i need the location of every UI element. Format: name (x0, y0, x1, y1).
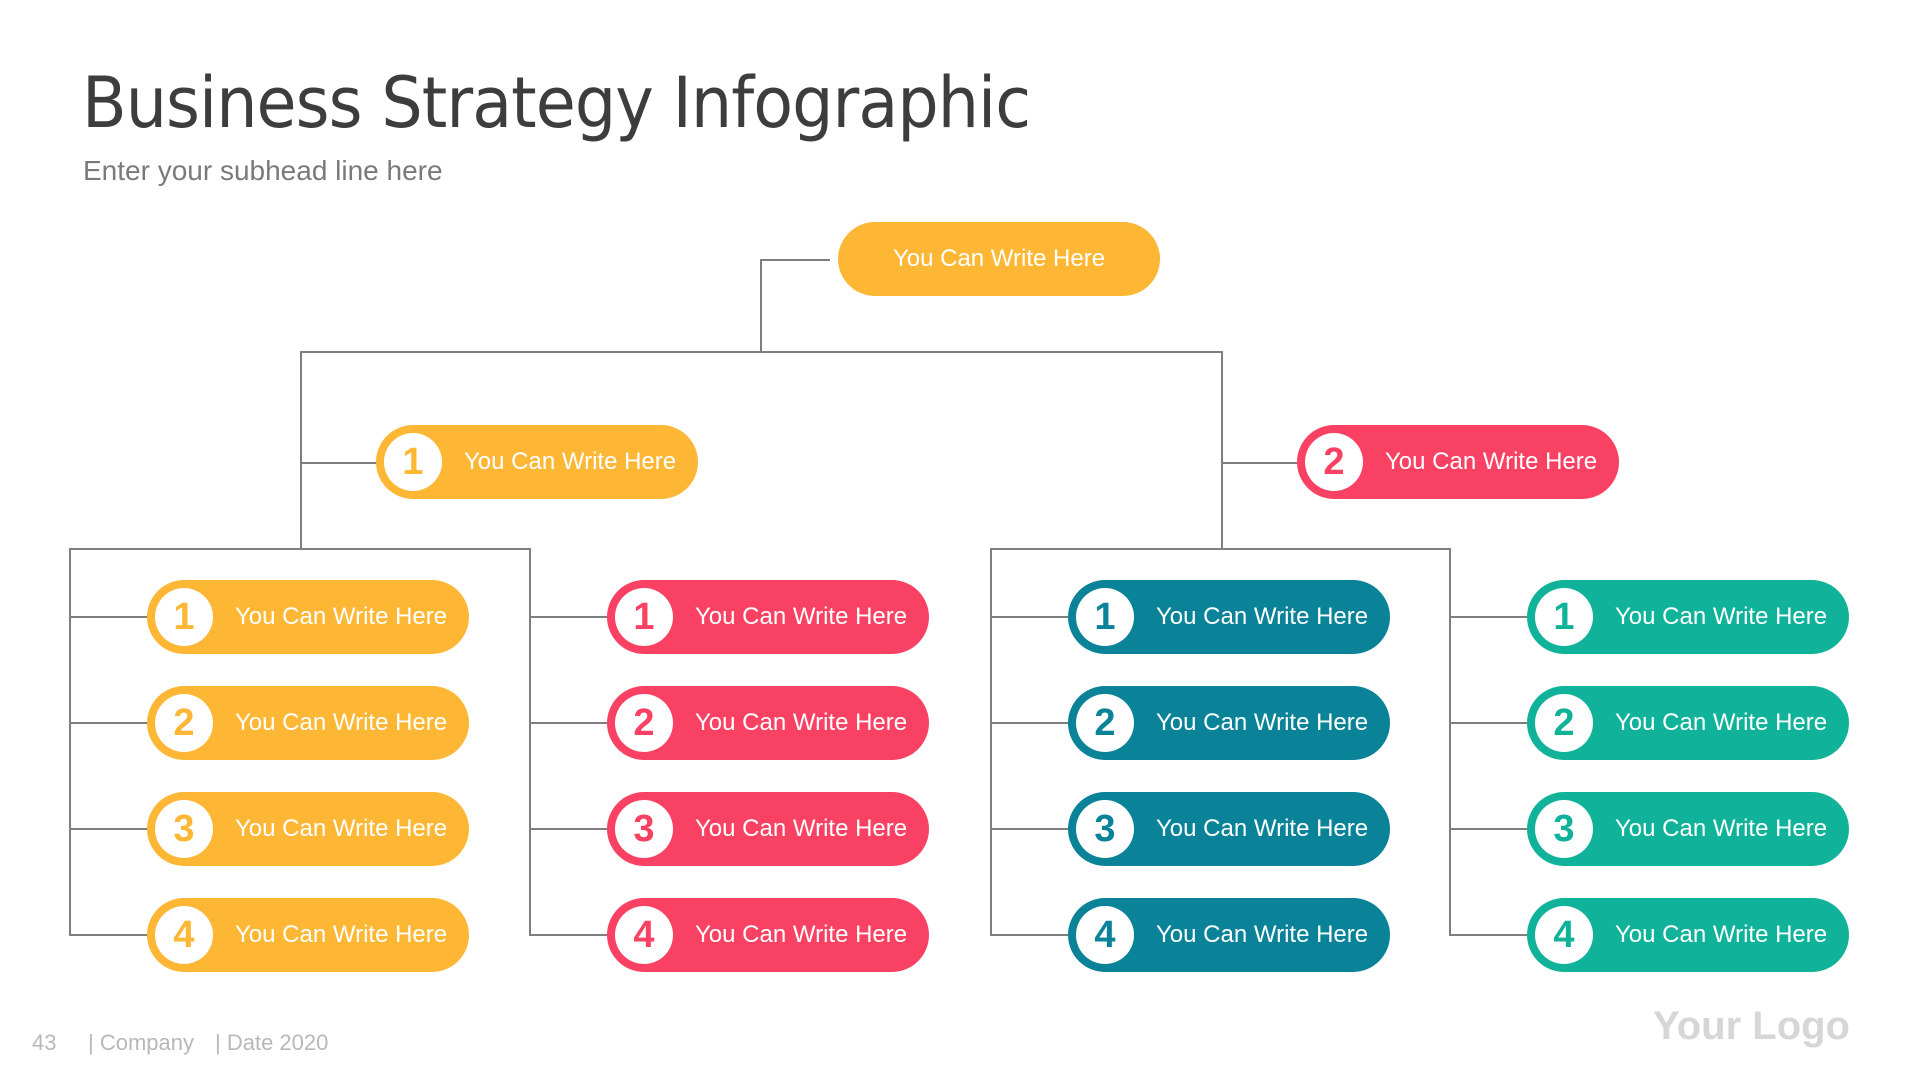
number-badge: 2 (1535, 694, 1593, 752)
connector (990, 616, 1070, 618)
number-badge: 4 (1535, 906, 1593, 964)
page-number: 43 (32, 1030, 57, 1055)
leaf-node[interactable]: 2 You Can Write Here (607, 686, 929, 760)
node-label: You Can Write Here (235, 921, 448, 948)
node-label: You Can Write Here (695, 709, 908, 736)
leaf-node[interactable]: 2 You Can Write Here (1068, 686, 1390, 760)
node-label: You Can Write Here (1615, 603, 1828, 630)
number-badge: 2 (1305, 433, 1363, 491)
level1-node-1[interactable]: 1 You Can Write Here (376, 425, 698, 499)
connector (529, 722, 609, 724)
connector (69, 934, 149, 936)
node-label: You Can Write Here (1156, 603, 1369, 630)
node-label: You Can Write Here (695, 603, 908, 630)
leaf-node[interactable]: 1 You Can Write Here (1068, 580, 1390, 654)
node-label: You Can Write Here (235, 815, 448, 842)
leaf-node[interactable]: 4 You Can Write Here (147, 898, 469, 972)
connector (990, 548, 1450, 550)
connector (1449, 722, 1529, 724)
leaf-node[interactable]: 3 You Can Write Here (1527, 792, 1849, 866)
connector (990, 722, 1070, 724)
number-badge: 1 (1076, 588, 1134, 646)
number-badge: 4 (1076, 906, 1134, 964)
leaf-node[interactable]: 2 You Can Write Here (1527, 686, 1849, 760)
connector (300, 351, 302, 549)
node-label: You Can Write Here (1156, 709, 1369, 736)
connector (1449, 548, 1451, 935)
connector (990, 548, 992, 935)
node-label: You Can Write Here (695, 815, 908, 842)
connector (69, 548, 531, 550)
leaf-node[interactable]: 4 You Can Write Here (607, 898, 929, 972)
connector (1449, 616, 1529, 618)
node-label: You Can Write Here (892, 245, 1106, 272)
connector (1221, 351, 1223, 549)
number-badge: 1 (155, 588, 213, 646)
connector (529, 934, 609, 936)
logo: Your Logo (1653, 1004, 1850, 1048)
leaf-node[interactable]: 3 You Can Write Here (147, 792, 469, 866)
leaf-node[interactable]: 1 You Can Write Here (607, 580, 929, 654)
number-badge: 1 (384, 433, 442, 491)
node-label: You Can Write Here (235, 603, 448, 630)
number-badge: 3 (1535, 800, 1593, 858)
node-label: You Can Write Here (1615, 921, 1828, 948)
node-label: You Can Write Here (695, 921, 908, 948)
connector (1449, 934, 1529, 936)
leaf-node[interactable]: 2 You Can Write Here (147, 686, 469, 760)
number-badge: 3 (155, 800, 213, 858)
connector (1221, 462, 1299, 464)
footer-company: | Company (88, 1030, 194, 1055)
connector (300, 462, 378, 464)
leaf-node[interactable]: 1 You Can Write Here (1527, 580, 1849, 654)
node-label: You Can Write Here (1385, 448, 1598, 475)
connector (529, 548, 531, 935)
node-label: You Can Write Here (1615, 709, 1828, 736)
connector (69, 548, 71, 935)
number-badge: 3 (1076, 800, 1134, 858)
number-badge: 4 (615, 906, 673, 964)
connector (529, 616, 609, 618)
node-label: You Can Write Here (235, 709, 448, 736)
connector (300, 351, 1223, 353)
leaf-node[interactable]: 3 You Can Write Here (607, 792, 929, 866)
connector (990, 934, 1070, 936)
connector (69, 722, 149, 724)
number-badge: 2 (615, 694, 673, 752)
leaf-node[interactable]: 4 You Can Write Here (1527, 898, 1849, 972)
connector (760, 259, 762, 351)
level1-node-2[interactable]: 2 You Can Write Here (1297, 425, 1619, 499)
connector (529, 828, 609, 830)
leaf-node[interactable]: 4 You Can Write Here (1068, 898, 1390, 972)
node-label: You Can Write Here (1615, 815, 1828, 842)
connector (69, 828, 149, 830)
leaf-node[interactable]: 1 You Can Write Here (147, 580, 469, 654)
root-node[interactable]: You Can Write Here (838, 222, 1160, 296)
node-label: You Can Write Here (464, 448, 677, 475)
connector (69, 616, 149, 618)
page-title: Business Strategy Infographic (82, 62, 1031, 144)
number-badge: 2 (155, 694, 213, 752)
leaf-node[interactable]: 3 You Can Write Here (1068, 792, 1390, 866)
connector (760, 259, 830, 261)
number-badge: 2 (1076, 694, 1134, 752)
node-label: You Can Write Here (1156, 921, 1369, 948)
number-badge: 1 (615, 588, 673, 646)
node-label: You Can Write Here (1156, 815, 1369, 842)
connector (1449, 828, 1529, 830)
number-badge: 3 (615, 800, 673, 858)
number-badge: 4 (155, 906, 213, 964)
connector (990, 828, 1070, 830)
page-subtitle: Enter your subhead line here (83, 155, 443, 186)
footer-date: | Date 2020 (215, 1030, 329, 1055)
number-badge: 1 (1535, 588, 1593, 646)
